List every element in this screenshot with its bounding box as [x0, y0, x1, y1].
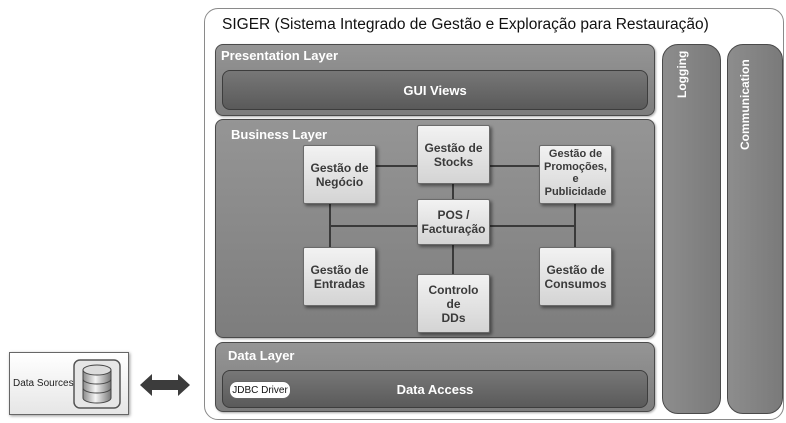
jdbc-driver-badge: JDBC Driver: [229, 381, 291, 399]
data-sources-label: Data Sources: [13, 378, 74, 389]
presentation-layer-title: Presentation Layer: [221, 48, 339, 63]
gui-views-bar: GUI Views: [222, 70, 648, 110]
logging-label: Logging: [675, 50, 689, 98]
connector-pos-controlo: [452, 244, 454, 276]
connector-stocks-pos: [452, 183, 454, 200]
module-gestao-promocoes: Gestão de Promoções, e Publicidade: [539, 145, 612, 204]
module-gestao-negocio: Gestão de Negócio: [303, 145, 376, 204]
double-arrow-icon: [140, 374, 190, 396]
module-gestao-stocks: Gestão de Stocks: [417, 125, 490, 184]
connector-right-vertical: [574, 204, 576, 248]
business-layer-title: Business Layer: [231, 127, 328, 142]
module-controlo-dds: Controlo de DDs: [417, 274, 490, 333]
module-pos-facturacao: POS / Facturação: [417, 199, 490, 245]
module-gestao-entradas: Gestão de Entradas: [303, 247, 376, 306]
database-icon: [73, 359, 121, 409]
logging-column: [662, 44, 721, 414]
communication-column: [727, 44, 783, 414]
data-access-bar: Data Access: [222, 370, 648, 408]
communication-label: Communication: [738, 59, 752, 150]
module-gestao-consumos: Gestão de Consumos: [539, 247, 612, 306]
connector-left-vertical: [329, 204, 331, 248]
diagram-title: SIGER (Sistema Integrado de Gestão e Exp…: [222, 16, 709, 33]
data-layer-title: Data Layer: [228, 348, 295, 363]
